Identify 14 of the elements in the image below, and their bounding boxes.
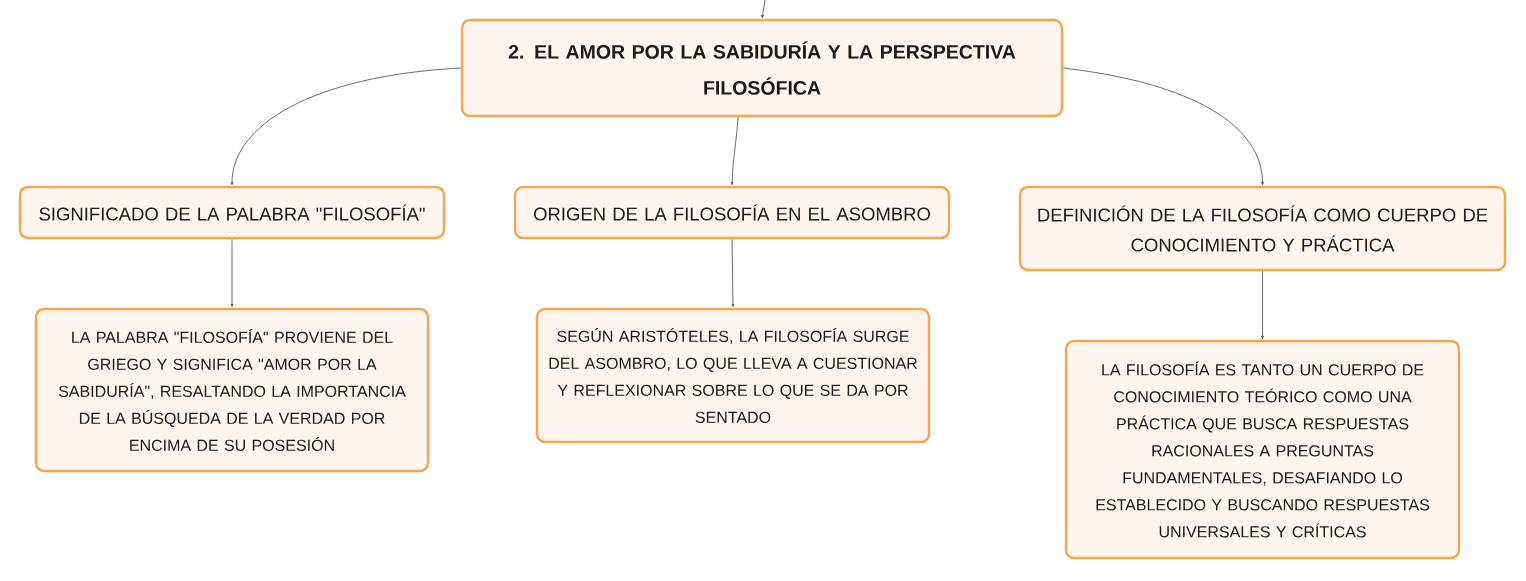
connector-arrow xyxy=(230,67,462,186)
connector-arrow xyxy=(1062,67,1264,186)
connector-arrow xyxy=(230,238,234,308)
connector-arrow xyxy=(761,0,766,19)
connector-arrow xyxy=(1261,270,1264,340)
connector-arrow xyxy=(730,116,739,186)
description-box: LA PALABRA "FILOSOFÍA" PROVIENE DEL GRIEGO Y SIGNIFICA "AMOR POR LA SABIDURÍA", RESALTANDO LA IMPORTANCIA DE LA BÚSQUEDA DE LA VERDAD POR ENCIMA DE SU POSESIÓN xyxy=(34,307,430,473)
description-box: LA FILOSOFÍA ES TANTO UN CUERPO DE CONOCIMIENTO TEÓRICO COMO UNA PRÁCTICA QUE BUSCA RESPUESTAS RACIONALES A PREGUNTAS FUNDAMENTALES, DESAFIANDO LO ESTABLECIDO Y BUSCANDO RESPUESTAS UNIVERSALES Y CRÍTICAS xyxy=(1064,339,1461,560)
subtopic-box: DEFINICIÓN DE LA FILOSOFÍA COMO CUERPO DE CONOCIMIENTO Y PRÁCTICA xyxy=(1018,185,1507,272)
subtopic-box: ORIGEN DE LA FILOSOFÍA EN EL ASOMBRO xyxy=(513,185,951,240)
main-topic-box: 2. EL AMOR POR LA SABIDURÍA Y LA PERSPECTIVA FILOSÓFICA xyxy=(460,18,1064,118)
description-box: SEGÚN ARISTÓTELES, LA FILOSOFÍA SURGE DEL ASOMBRO, LO QUE LLEVA A CUESTIONAR Y REFLEXIONAR SOBRE LO QUE SE DA POR SENTADO xyxy=(535,307,931,444)
connector-arrow xyxy=(731,238,735,308)
subtopic-box: SIGNIFICADO DE LA PALABRA "FILOSOFÍA" xyxy=(18,185,446,240)
